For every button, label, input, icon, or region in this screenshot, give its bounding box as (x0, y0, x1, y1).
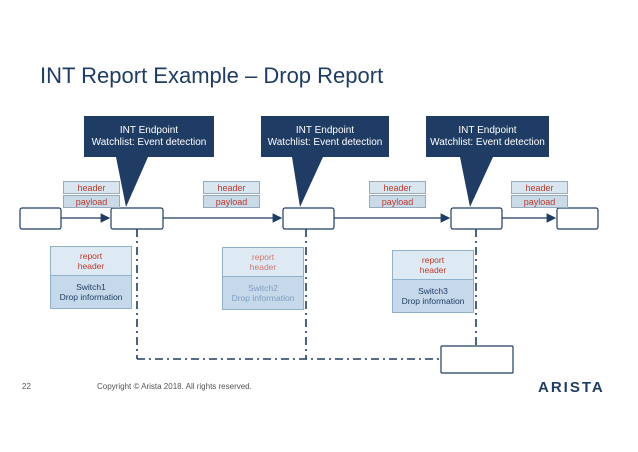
report-header-line2: header (419, 265, 447, 275)
report-header-line1: report (79, 251, 103, 261)
callout-text-2: INT Endpoint Watchlist: Event detection (261, 125, 389, 149)
callout-text-1: INT Endpoint Watchlist: Event detection (84, 125, 214, 149)
report-body-line1: Switch1 (76, 282, 106, 292)
packet-3-payload: payload (369, 195, 426, 208)
callout-3-line2: Watchlist: Event detection (430, 137, 545, 148)
footer: 22 Copyright © Arista 2018. All rights r… (0, 375, 638, 400)
switch-2 (282, 207, 335, 230)
collector (440, 345, 514, 374)
callout-1-line2: Watchlist: Event detection (91, 137, 207, 148)
report-header: report header (393, 251, 473, 280)
report-body-line1: Switch2 (248, 283, 278, 293)
report-body-line2: Drop information (401, 296, 465, 306)
callout-3-line1: INT Endpoint (458, 125, 517, 136)
packet-1-payload: payload (63, 195, 120, 208)
callout-1-line1: INT Endpoint (119, 125, 179, 136)
callout-2-line2: Watchlist: Event detection (267, 137, 383, 148)
report-path (136, 229, 477, 360)
report-body: Switch1 Drop information (51, 276, 131, 308)
report-header-line2: header (77, 261, 105, 271)
report-switch-2: report header Switch2 Drop information (222, 247, 304, 310)
report-header-line1: report (251, 252, 275, 262)
host-destination (556, 207, 599, 230)
callout-2-line1: INT Endpoint (295, 125, 355, 136)
callout-endpoint-3 (426, 116, 549, 207)
callout-endpoint-2 (261, 116, 389, 207)
packet-1-header: header (63, 181, 120, 194)
report-header: report header (223, 248, 303, 277)
report-header-line2: header (249, 262, 277, 272)
callout-text-3: INT Endpoint Watchlist: Event detection (426, 125, 549, 149)
host-source (19, 207, 62, 230)
packet-2-header: header (203, 181, 260, 194)
report-switch-3: report header Switch3 Drop information (392, 250, 474, 313)
page-number: 22 (22, 382, 31, 391)
packet-2-payload: payload (203, 195, 260, 208)
report-body: Switch3 Drop information (393, 280, 473, 312)
report-body-line2: Drop information (231, 293, 295, 303)
switch-1 (110, 207, 164, 230)
packet-4-payload: payload (511, 195, 568, 208)
report-header-line1: report (421, 255, 445, 265)
report-body-line1: Switch3 (418, 286, 448, 296)
packet-3-header: header (369, 181, 426, 194)
packet-4-header: header (511, 181, 568, 194)
report-header: report header (51, 247, 131, 276)
arista-logo: ARISTA (538, 379, 605, 396)
callout-endpoint-1 (84, 116, 214, 207)
copyright-text: Copyright © Arista 2018. All rights rese… (97, 382, 252, 391)
report-body: Switch2 Drop information (223, 277, 303, 309)
page-title: INT Report Example – Drop Report (40, 63, 384, 88)
switch-3 (450, 207, 503, 230)
report-body-line2: Drop information (59, 292, 123, 302)
report-switch-1: report header Switch1 Drop information (50, 246, 132, 309)
